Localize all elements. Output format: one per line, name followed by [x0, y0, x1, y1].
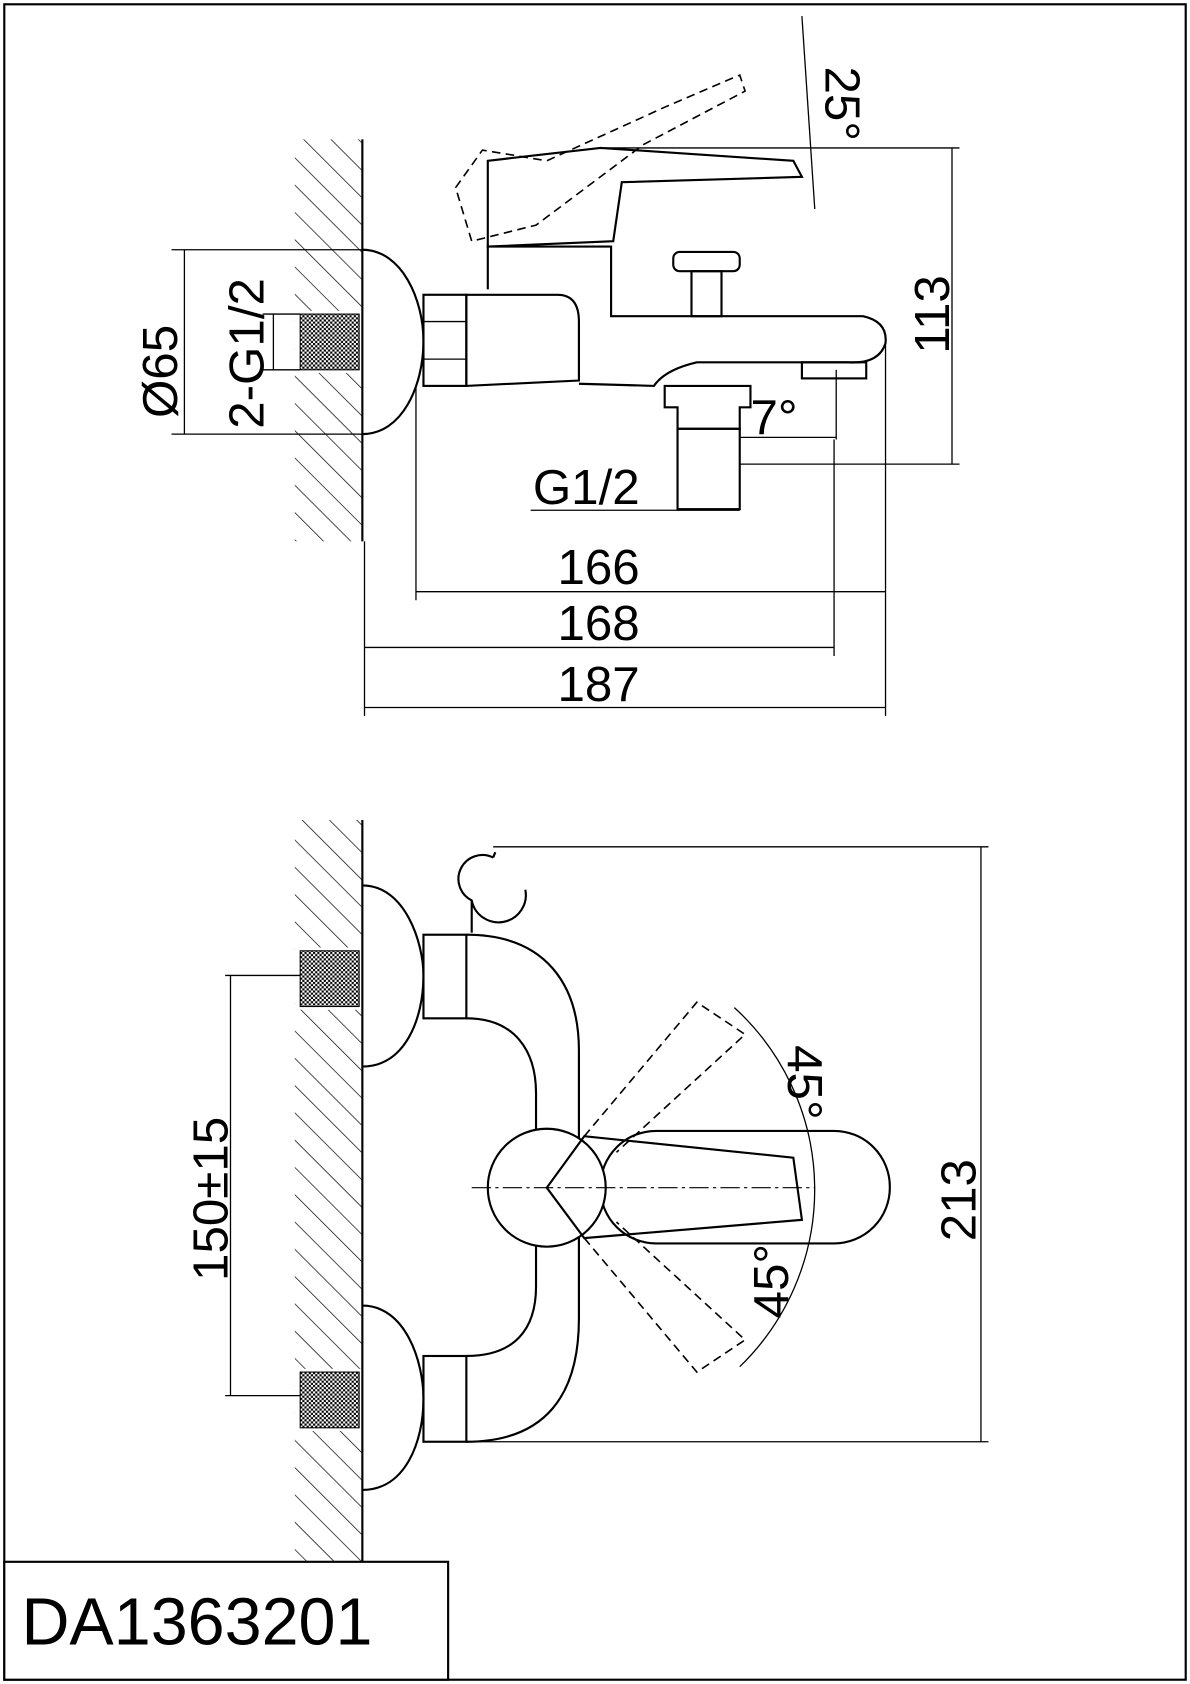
lever-rotated-down — [583, 1221, 747, 1374]
nut-lower — [422, 1354, 468, 1443]
lever-raised — [454, 73, 747, 243]
dim-width-166: 166 — [557, 540, 639, 595]
dim-width-168: 168 — [557, 596, 639, 651]
nut-upper — [422, 933, 468, 1020]
outlet-pipe — [676, 427, 741, 511]
spout — [486, 245, 887, 387]
dim-rotation-up: 45° — [777, 1045, 832, 1120]
page-border — [3, 3, 1187, 1681]
body — [465, 293, 580, 388]
dim-inlet-thread: 2-G1/2 — [220, 278, 275, 429]
inlet-thread-upper — [299, 950, 360, 1008]
dim-inlet-spacing: 150±15 — [183, 1117, 238, 1281]
dim-depth: 213 — [932, 1159, 987, 1241]
model-number: DA1363201 — [21, 1585, 372, 1659]
dim-flange-diameter: Ø65 — [133, 325, 188, 418]
flange-lower — [362, 1304, 425, 1492]
flange — [362, 248, 425, 436]
inlet-thread — [299, 313, 360, 371]
dim-spout-angle: 7° — [750, 390, 797, 445]
dim-outlet-thread: G1/2 — [533, 460, 640, 515]
handle-lever — [545, 1135, 804, 1240]
flange-upper — [362, 884, 425, 1068]
dim-rotation-down: 45° — [744, 1244, 799, 1319]
dim-height: 113 — [905, 275, 960, 354]
rotation-arc — [733, 1007, 816, 1368]
nut — [422, 293, 468, 387]
top-view: 45° 45° 213 150±15 — [183, 820, 989, 1667]
lever — [486, 146, 804, 248]
side-view: Ø65 2-G1/2 113 25° 7° G1/2 166 168 187 — [133, 16, 960, 717]
diverter-knob — [672, 250, 741, 273]
dim-lever-angle: 25° — [814, 66, 869, 141]
wall-hatch-lower — [294, 820, 363, 1667]
aerator — [800, 361, 868, 380]
title-box — [3, 1560, 450, 1681]
dim-width-187: 187 — [557, 657, 639, 712]
lever-rotated-up — [583, 1001, 747, 1153]
hook — [457, 851, 527, 933]
inlet-thread-lower — [299, 1371, 360, 1429]
outlet-nut — [663, 384, 752, 430]
